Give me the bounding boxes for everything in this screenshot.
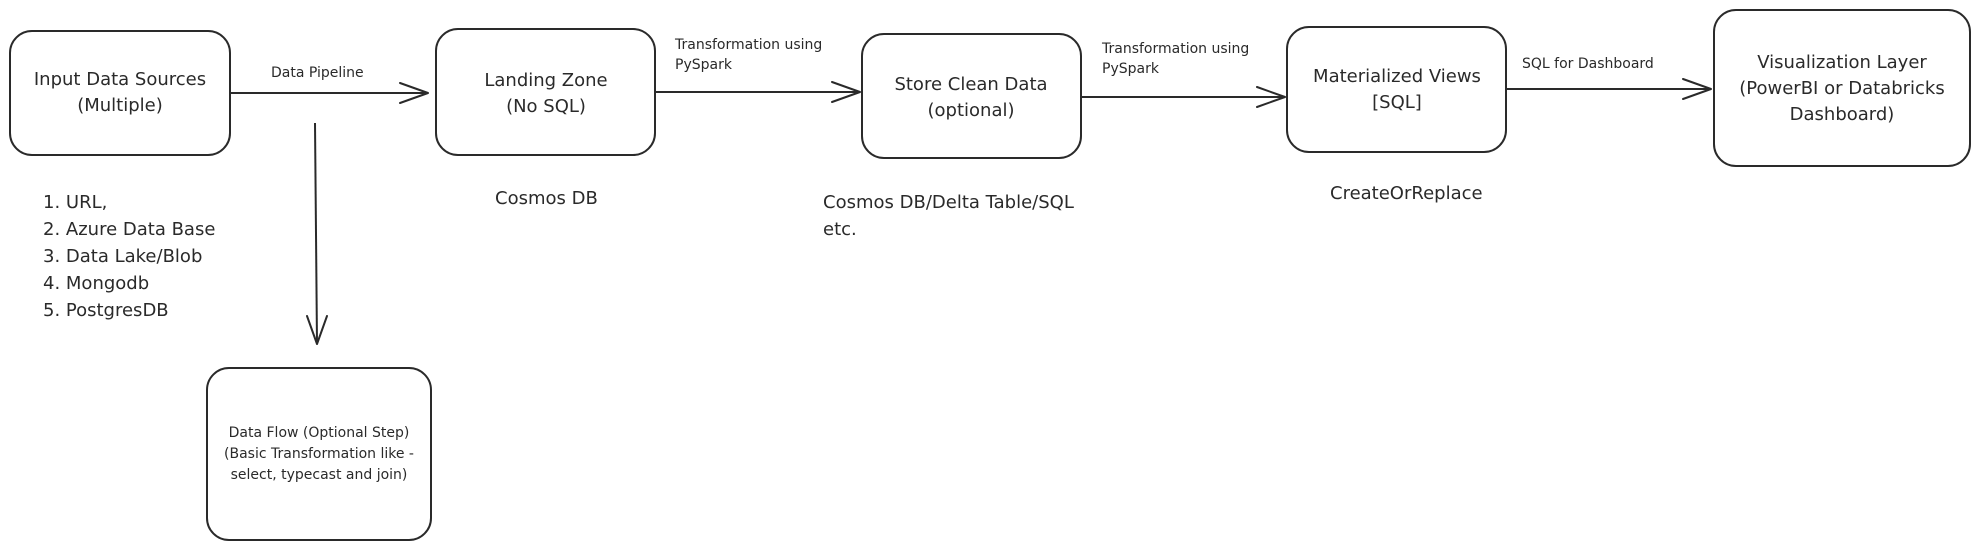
- materialized-views-label: Materialized Views [SQL]: [1313, 66, 1481, 113]
- clean-store-note-line-2: etc.: [823, 219, 857, 240]
- clean-store-note-line-1: Cosmos DB/Delta Table/SQL: [823, 192, 1074, 213]
- sql-dashboard-arrowhead: [1682, 78, 1712, 100]
- visualization-layer-node: [1713, 9, 1971, 167]
- materialized-views-node: [1286, 26, 1507, 153]
- data-pipeline-arrowhead: [399, 82, 429, 104]
- transform-2-label-line-2: PySpark: [1102, 61, 1160, 77]
- landing-zone-label: Landing Zone (No SQL): [484, 70, 607, 117]
- sources-list-line-5: 5. PostgresDB: [43, 300, 169, 321]
- transform-1-arrowhead: [831, 81, 861, 103]
- sources-list-line-1: 1. URL,: [43, 192, 107, 213]
- landing-zone-label-line-1: Landing Zone: [484, 70, 607, 91]
- views-method-note: CreateOrReplace: [1330, 183, 1483, 204]
- input-data-sources-label-line-2: (Multiple): [77, 95, 163, 116]
- sources-list: 1. URL, 2. Azure Data Base 3. Data Lake/Bl…: [43, 192, 215, 321]
- landing-store-note: Cosmos DB: [495, 188, 598, 209]
- transform-2-label-line-1: Transformation using: [1101, 41, 1249, 57]
- store-clean-data-node: [861, 33, 1082, 159]
- materialized-views-label-line-2: [SQL]: [1372, 92, 1422, 113]
- clean-store-note: Cosmos DB/Delta Table/SQL etc.: [823, 192, 1074, 240]
- store-clean-data-label-line-1: Store Clean Data: [894, 74, 1047, 95]
- visualization-layer-label-line-3: Dashboard): [1790, 104, 1895, 125]
- data-flow-label: Data Flow (Optional Step) (Basic Transfor…: [224, 425, 414, 483]
- data-flow-node: [206, 367, 432, 541]
- data-flow-label-line-1: Data Flow (Optional Step): [229, 425, 410, 441]
- transform-1-label-line-2: PySpark: [675, 57, 733, 73]
- sources-list-line-4: 4. Mongodb: [43, 273, 149, 294]
- landing-zone-node: [435, 28, 656, 156]
- store-clean-data-label-line-2: (optional): [928, 100, 1015, 121]
- visualization-layer-label: Visualization Layer (PowerBI or Databrick…: [1739, 52, 1944, 125]
- materialized-views-label-line-1: Materialized Views: [1313, 66, 1481, 87]
- data-pipeline-label-line-1: Data Pipeline: [271, 65, 364, 81]
- transform-1-label-line-1: Transformation using: [674, 37, 822, 53]
- data-flow-arrowhead: [306, 315, 328, 345]
- transform-2-arrowhead: [1256, 86, 1286, 108]
- visualization-layer-label-line-2: (PowerBI or Databricks: [1739, 78, 1944, 99]
- views-method-note-line-1: CreateOrReplace: [1330, 183, 1483, 204]
- landing-store-note-line-1: Cosmos DB: [495, 188, 598, 209]
- visualization-layer-label-line-1: Visualization Layer: [1757, 52, 1927, 73]
- sources-list-line-2: 2. Azure Data Base: [43, 219, 215, 240]
- landing-zone-label-line-2: (No SQL): [506, 96, 586, 117]
- data-flow-arrow: [314, 122, 318, 345]
- data-flow-label-line-3: select, typecast and join): [231, 467, 408, 483]
- sources-list-line-3: 3. Data Lake/Blob: [43, 246, 202, 267]
- store-clean-data-label: Store Clean Data (optional): [894, 74, 1047, 121]
- sql-dashboard-label-line-1: SQL for Dashboard: [1522, 56, 1654, 72]
- data-flow-label-line-2: (Basic Transformation like -: [224, 446, 414, 462]
- input-data-sources-label: Input Data Sources (Multiple): [34, 69, 206, 116]
- input-data-sources-node: [9, 30, 231, 156]
- data-pipeline-label: Data Pipeline: [271, 65, 364, 81]
- sql-dashboard-label: SQL for Dashboard: [1522, 56, 1654, 72]
- input-data-sources-label-line-1: Input Data Sources: [34, 69, 206, 90]
